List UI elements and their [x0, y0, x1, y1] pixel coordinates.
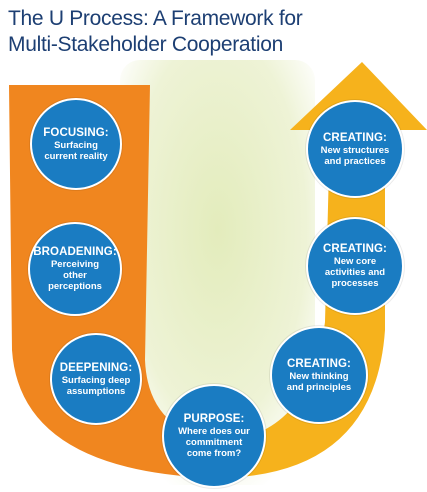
diagram-title: The U Process: A Framework for Multi-Sta…	[8, 6, 423, 58]
node-creating-thinking-heading: CREATING:	[287, 357, 351, 370]
node-purpose-text: Where does our commitment come from?	[178, 426, 250, 459]
node-focusing-text: Surfacing current reality	[44, 139, 108, 162]
node-creating-structures-heading: CREATING:	[323, 131, 387, 144]
node-purpose: PURPOSE: Where does our commitment come …	[162, 384, 266, 488]
node-creating-activities-text: New core activities and processes	[324, 256, 386, 289]
node-creating-activities: CREATING: New core activities and proces…	[306, 217, 404, 315]
node-broadening: BROADENING: Perceiving other perceptions	[28, 222, 122, 316]
node-deepening-heading: DEEPENING:	[59, 361, 133, 374]
node-focusing-heading: FOCUSING:	[43, 126, 109, 139]
green-background	[120, 60, 315, 485]
node-deepening: DEEPENING: Surfacing deep assumptions	[50, 333, 142, 425]
node-focusing: FOCUSING: Surfacing current reality	[30, 98, 122, 190]
node-creating-thinking: CREATING: New thinking and principles	[270, 326, 368, 424]
node-broadening-text: Perceiving other perceptions	[48, 259, 102, 292]
node-creating-thinking-text: New thinking and principles	[286, 370, 352, 393]
node-creating-activities-heading: CREATING:	[323, 243, 387, 255]
node-creating-structures-text: New structures and practices	[320, 144, 390, 167]
node-broadening-heading: BROADENING:	[33, 246, 117, 258]
node-creating-structures: CREATING: New structures and practices	[306, 100, 404, 198]
node-purpose-heading: PURPOSE:	[183, 413, 245, 425]
title-line-2: Multi-Stakeholder Cooperation	[8, 33, 283, 56]
node-deepening-text: Surfacing deep assumptions	[61, 374, 131, 397]
title-line-1: The U Process: A Framework for	[8, 7, 303, 30]
